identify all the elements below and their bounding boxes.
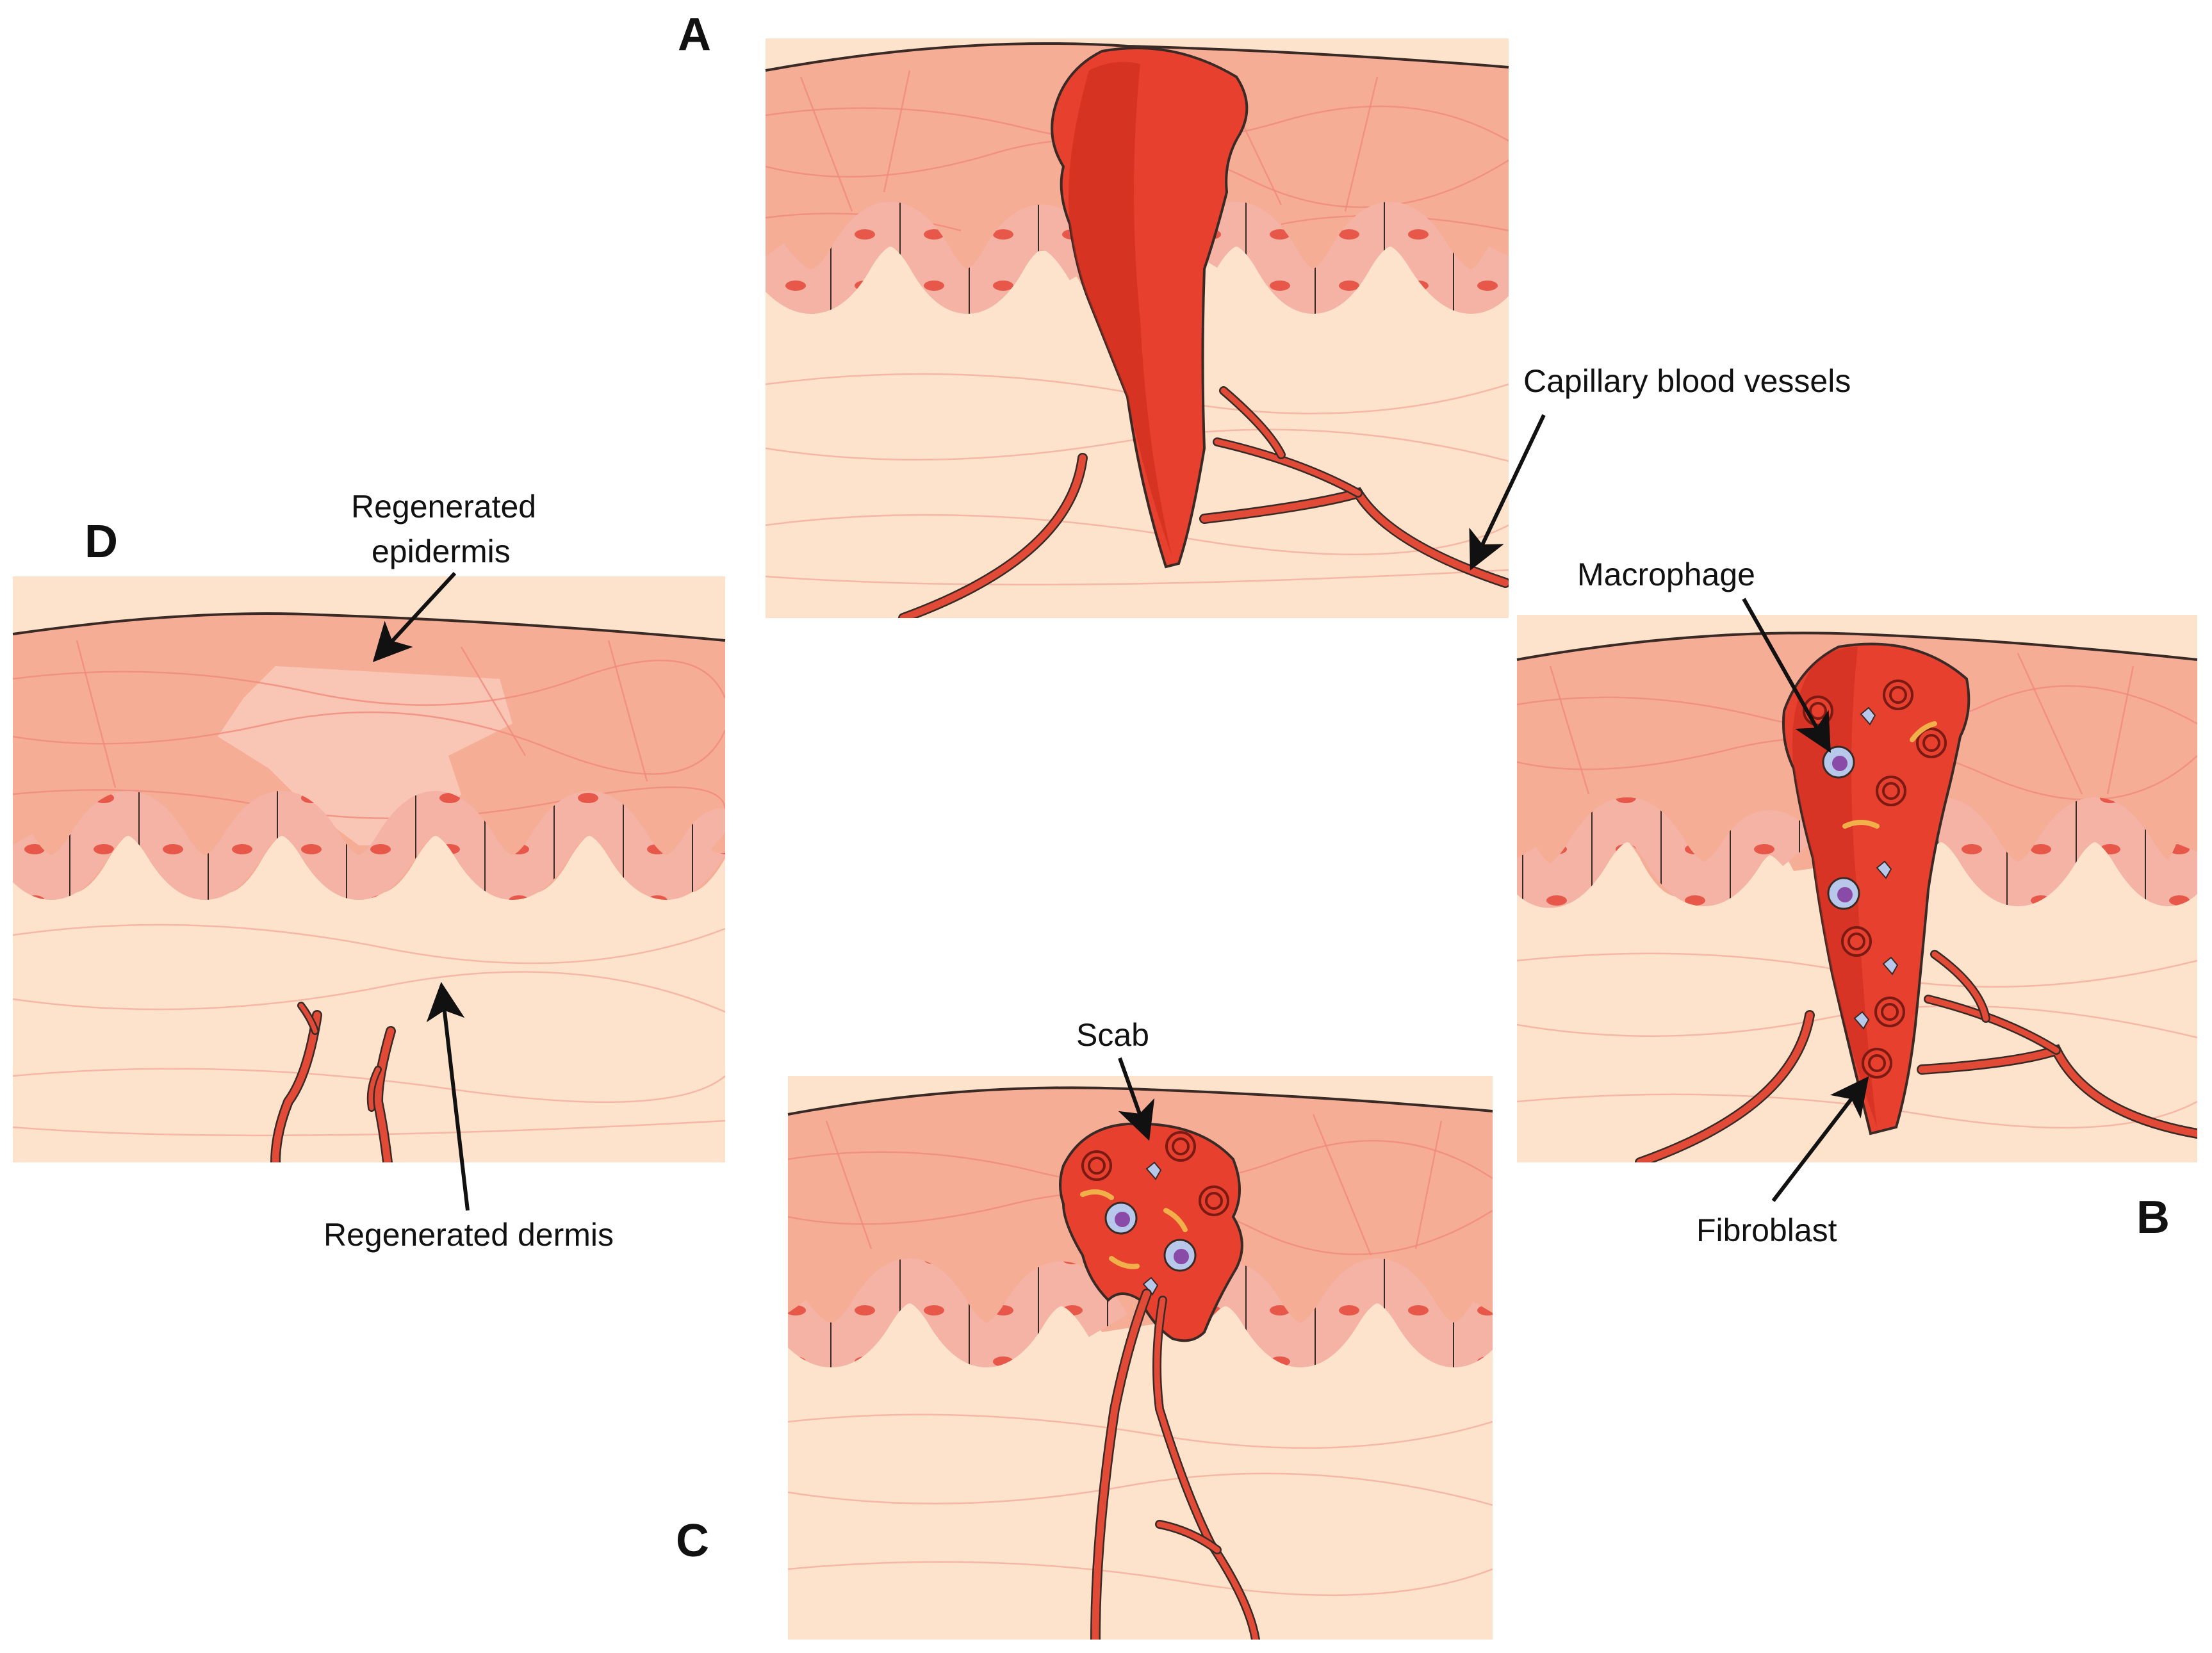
panel-c-macrophages: [1104, 1201, 1197, 1272]
panel-c-capillaries: [1090, 1289, 1260, 1640]
stage-letter-a: A: [678, 9, 711, 60]
panel-b-skin-outline: [1516, 631, 2198, 661]
stage-letter-c: C: [676, 1515, 709, 1567]
label-capillary-blood-vessels: Capillary blood vessels: [1523, 363, 1851, 399]
panel-c: [788, 1076, 1493, 1640]
label-regenerated-dermis: Regenerated dermis: [324, 1217, 614, 1253]
stage-letter-d: D: [85, 516, 118, 567]
arrow-capillary-blood-vessels: [1469, 414, 1546, 571]
panel-b-fibroblasts: [1842, 721, 1937, 829]
panel-d-capillaries: [270, 1002, 396, 1162]
panel-c-red-cells: [1081, 1131, 1229, 1216]
panel-d-dermis-fibers: [13, 924, 725, 1137]
stage-letter-b: B: [2136, 1192, 2170, 1243]
arrow-scab: [1118, 1057, 1155, 1141]
label-macrophage: Macrophage: [1577, 557, 1755, 592]
panel-d-skin-outline: [12, 612, 726, 642]
arrow-fibroblast: [1771, 1076, 1869, 1202]
panel-b: [1517, 615, 2197, 1162]
label-fibroblast: Fibroblast: [1696, 1212, 1837, 1248]
panel-a-skin-outline: [765, 42, 1509, 72]
arrow-regenerated-epidermis: [372, 571, 457, 662]
panel-b-macrophages: [1822, 745, 1860, 910]
panel-a-basal-layer-right: [1178, 202, 1509, 314]
panel-c-dermis-fibers: [788, 1413, 1493, 1597]
panel-c-fibroblasts: [1080, 1189, 1188, 1269]
panel-d: [13, 576, 725, 1162]
arrow-macrophage: [1742, 598, 1831, 753]
panel-d-epidermis-fibers: [13, 640, 725, 820]
panel-a: [766, 38, 1509, 618]
panel-a-capillaries: [898, 386, 1509, 618]
panel-b-basal-layer: [1517, 797, 1817, 908]
panel-c-basal-layer-right: [1159, 1258, 1493, 1367]
panel-a-clot-shade: [1069, 61, 1172, 557]
panel-c-basal-layer: [788, 1258, 1128, 1367]
panel-d-basal-layer: [13, 791, 725, 900]
panel-b-capillaries: [1635, 950, 2197, 1162]
panel-c-skin-outline: [787, 1086, 1493, 1116]
panel-b-basal-layer-right: [1883, 797, 2197, 906]
label-regenerated-epidermis-line2: epidermis: [372, 533, 511, 569]
label-scab: Scab: [1076, 1017, 1149, 1053]
label-regenerated-epidermis-line1: Regenerated: [351, 489, 536, 525]
panel-a-basal-layer: [766, 202, 1109, 314]
panel-b-small-cells: [1853, 706, 1899, 1030]
arrow-regenerated-dermis: [426, 982, 470, 1211]
